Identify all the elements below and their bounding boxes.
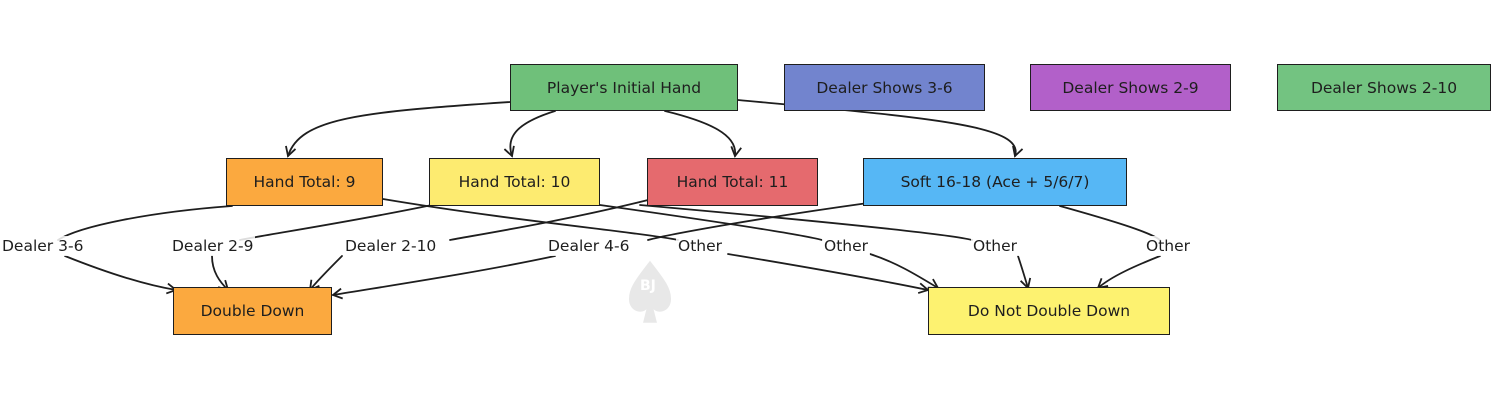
- watermark-text: BJ: [640, 278, 656, 294]
- edge-initial-to-total9: [285, 101, 511, 158]
- legend-dealer-shows-3-6: Dealer Shows 3-6: [784, 64, 985, 111]
- edge-other-4-to-nodouble: [1096, 255, 1161, 290]
- edge-dealer-4-6-to-double: [331, 255, 556, 300]
- edge-other-1-to-nodouble: [727, 253, 930, 294]
- edge-total10-dealer-2-9: [239, 204, 433, 241]
- edge-label-other-4: Other: [1144, 236, 1193, 256]
- edge-label-dealer-4-6: Dealer 4-6: [546, 236, 632, 256]
- edge-other-3-to-nodouble: [1017, 255, 1032, 290]
- edge-label-dealer-2-9: Dealer 2-9: [170, 236, 256, 256]
- edge-label-dealer-3-6: Dealer 3-6: [0, 236, 86, 256]
- edge-total10-other: [599, 204, 823, 241]
- edge-soft-other: [1059, 205, 1161, 241]
- edge-dealer-3-6-to-double: [64, 255, 178, 295]
- node-do-not-double-down: Do Not Double Down: [928, 287, 1170, 335]
- edge-total9-dealer-3-6: [57, 205, 233, 241]
- node-soft-16-18: Soft 16-18 (Ace + 5/6/7): [863, 158, 1127, 206]
- edge-total11-dealer-2-10: [449, 199, 649, 241]
- node-hand-total-11: Hand Total: 11: [647, 158, 818, 206]
- edge-label-dealer-2-10: Dealer 2-10: [343, 236, 439, 256]
- edge-total11-other: [639, 204, 973, 241]
- edge-other-2-to-nodouble: [869, 253, 940, 289]
- edge-dealer-2-9-to-double: [211, 255, 230, 292]
- legend-dealer-shows-2-9: Dealer Shows 2-9: [1030, 64, 1231, 111]
- edge-initial-to-total10: [503, 110, 556, 158]
- edge-label-other-1: Other: [676, 236, 725, 256]
- edge-initial-to-total11: [664, 110, 742, 158]
- edge-label-other-3: Other: [971, 236, 1020, 256]
- node-double-down: Double Down: [173, 287, 332, 335]
- node-hand-total-10: Hand Total: 10: [429, 158, 600, 206]
- edge-soft-dealer-4-6: [647, 202, 869, 241]
- node-players-initial-hand: Player's Initial Hand: [510, 64, 738, 111]
- legend-dealer-shows-2-10: Dealer Shows 2-10: [1277, 64, 1491, 111]
- node-hand-total-9: Hand Total: 9: [226, 158, 383, 206]
- edge-dealer-2-10-to-double: [308, 255, 343, 292]
- spade-watermark-icon: BJ: [628, 260, 672, 323]
- edge-label-other-2: Other: [822, 236, 871, 256]
